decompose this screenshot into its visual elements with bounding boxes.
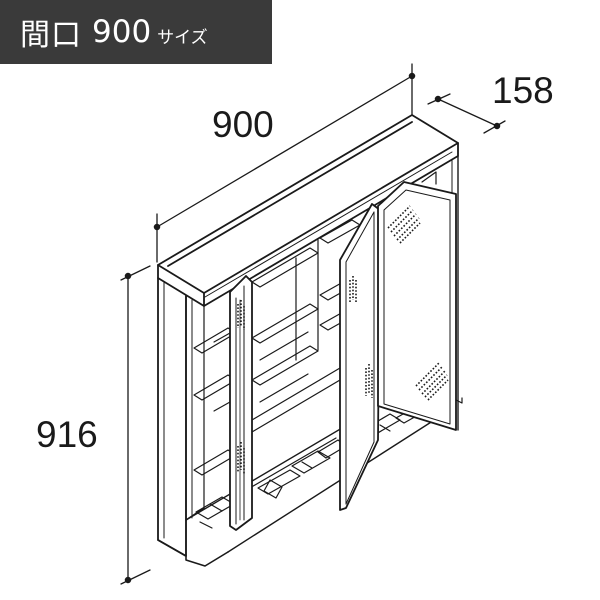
title-size: 900: [92, 14, 152, 50]
center-mirror-door: [339, 203, 381, 511]
mirror-reflections: [237, 205, 449, 474]
height-dimension-line: [120, 265, 151, 585]
reflection-left-upper: [237, 300, 245, 330]
depth-dimension-line: [427, 93, 506, 134]
title-suffix: サイズ: [157, 27, 208, 48]
reflection-left-lower: [237, 442, 245, 474]
right-mirror-door: [377, 171, 463, 431]
title-label: 間口: [20, 18, 82, 53]
depth-dimension-label: 158: [492, 70, 554, 111]
reflection-center-lower: [365, 364, 373, 398]
title-bar: 間口 900 サイズ: [0, 0, 272, 64]
height-dimension-label: 916: [36, 414, 98, 455]
left-mirror-door: [229, 275, 253, 531]
reflection-center-upper: [349, 276, 357, 302]
width-dimension-label: 900: [212, 104, 274, 145]
reflection-upper-right: [387, 205, 421, 244]
reflection-lower-right: [415, 361, 449, 401]
width-dimension-line: [153, 63, 416, 263]
